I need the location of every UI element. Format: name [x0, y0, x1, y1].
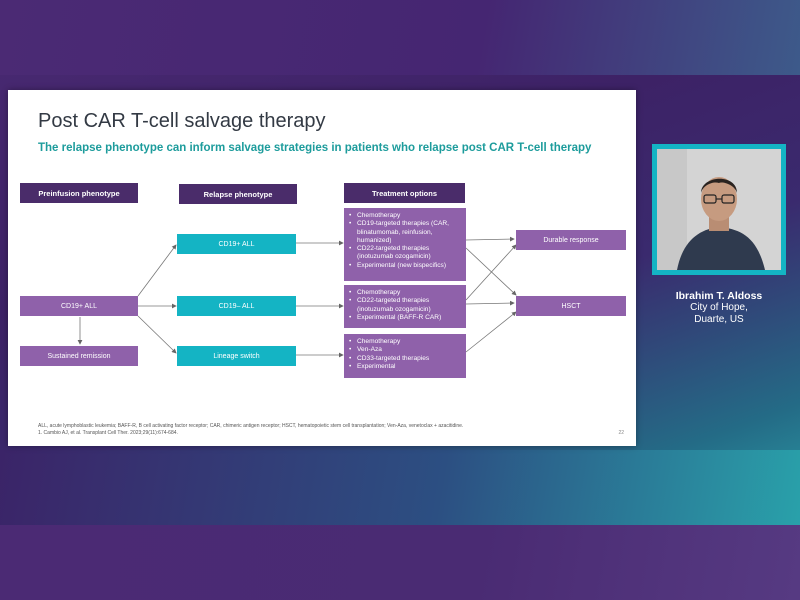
- treatment-item: Chemotherapy: [348, 338, 462, 347]
- arrow-tx2-to-durable: [465, 244, 517, 301]
- speaker-silhouette-image: [657, 149, 781, 270]
- treatment-item: Ven-Aza: [348, 346, 462, 355]
- slide-page-number: 22: [618, 430, 624, 436]
- treatment-item: CD19-targeted therapies (CAR, blinatumom…: [348, 220, 462, 245]
- arrow-pre-to-cd19pos: [137, 244, 177, 297]
- arrow-tx2-to-hsct: [465, 300, 515, 306]
- slide-subtitle: The relapse phenotype can inform salvage…: [38, 142, 592, 154]
- treatment-item: CD33-targeted therapies: [348, 355, 462, 364]
- arrow-tx3-to-hsct: [465, 311, 517, 353]
- arrow-tx1-to-durable: [465, 236, 515, 242]
- header-treatment-options: Treatment options: [344, 183, 465, 203]
- background-band-top: [0, 0, 800, 75]
- relapse-lineage-switch-box: Lineage switch: [177, 346, 296, 366]
- treatment-item: Experimental (BAFF-R CAR): [348, 314, 462, 323]
- background-band-foot: [0, 525, 800, 600]
- treatment-item: CD22-targeted therapies (inotuzumab ozog…: [348, 245, 462, 262]
- slide-footnote-reference: 1. Cambio AJ, et al. Transplant Cell The…: [38, 430, 178, 436]
- speaker-affiliation: City of Hope, Duarte, US: [652, 302, 786, 326]
- speaker-video-tile: [652, 144, 786, 275]
- relapse-cd19pos-box: CD19+ ALL: [177, 234, 296, 254]
- slide-title: Post CAR T-cell salvage therapy: [38, 110, 326, 132]
- speaker-affiliation-line1: City of Hope,: [690, 302, 748, 313]
- arrow-tx1-to-hsct: [465, 247, 517, 296]
- treatment-item: Chemotherapy: [348, 289, 462, 298]
- treatment-options-cd19neg: Chemotherapy CD22-targeted therapies (in…: [344, 285, 466, 328]
- header-relapse-phenotype: Relapse phenotype: [179, 184, 297, 204]
- treatment-options-cd19pos: Chemotherapy CD19-targeted therapies (CA…: [344, 208, 466, 281]
- speaker-affiliation-line2: Duarte, US: [694, 314, 744, 325]
- presentation-slide: Post CAR T-cell salvage therapy The rela…: [8, 90, 636, 446]
- speaker-name: Ibrahim T. Aldoss: [675, 290, 763, 302]
- speaker-video-feed: [657, 149, 781, 270]
- background-band-bottom: [0, 450, 800, 530]
- sustained-remission-box: Sustained remission: [20, 346, 138, 366]
- header-preinfusion-phenotype: Preinfusion phenotype: [20, 183, 138, 203]
- preinfusion-cd19pos-box: CD19+ ALL: [20, 296, 138, 316]
- flow-arrows: [77, 236, 517, 358]
- outcome-hsct-box: HSCT: [516, 296, 626, 316]
- treatment-item: Experimental (new bispecifics): [348, 262, 462, 271]
- arrow-pre-to-lineage: [137, 315, 177, 354]
- treatment-item: CD22-targeted therapies (inotuzumab ozog…: [348, 297, 462, 314]
- treatment-item: Chemotherapy: [348, 212, 462, 221]
- treatment-options-lineage-switch: Chemotherapy Ven-Aza CD33-targeted thera…: [344, 334, 466, 378]
- treatment-item: Experimental: [348, 363, 462, 372]
- slide-footnote-abbreviations: ALL, acute lymphoblastic leukemia; BAFF-…: [38, 423, 464, 429]
- outcome-durable-response-box: Durable response: [516, 230, 626, 250]
- relapse-cd19neg-box: CD19– ALL: [177, 296, 296, 316]
